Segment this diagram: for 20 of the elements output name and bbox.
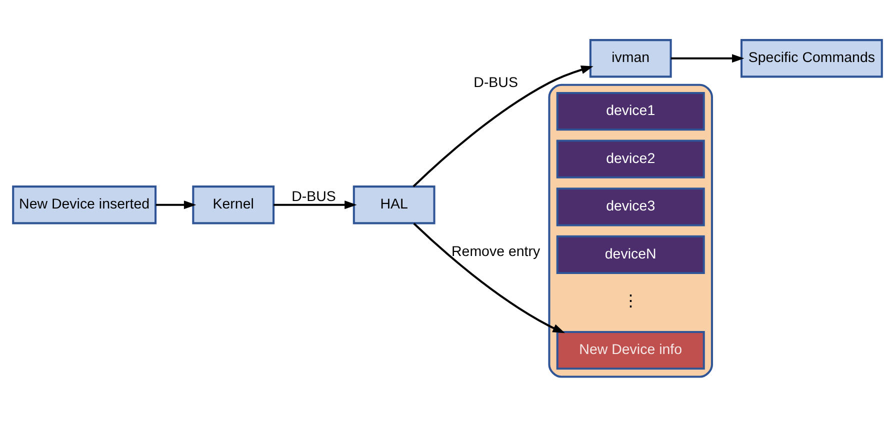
node-box: ivman	[589, 39, 672, 78]
edge-label: Remove entry	[452, 244, 540, 260]
label: ⋮	[622, 292, 639, 310]
node-box: New Device inserted	[12, 186, 157, 224]
node-box: device1	[556, 92, 705, 131]
arrow	[274, 200, 357, 210]
cluster	[548, 84, 714, 378]
node-box: deviceN	[556, 235, 705, 274]
arrow	[156, 200, 196, 210]
arrow	[412, 66, 594, 188]
node-box: Specific Commands	[740, 39, 883, 78]
arrow	[413, 222, 566, 334]
edge-label: D-BUS	[292, 189, 336, 206]
node-box: HAL	[352, 186, 436, 224]
node-box: Kernel	[192, 186, 275, 224]
edge-label: D-BUS	[474, 75, 518, 92]
node-box: device2	[556, 140, 705, 178]
node-box: device3	[556, 188, 705, 226]
arrow	[670, 54, 744, 63]
node-box: New Device info	[556, 331, 705, 370]
